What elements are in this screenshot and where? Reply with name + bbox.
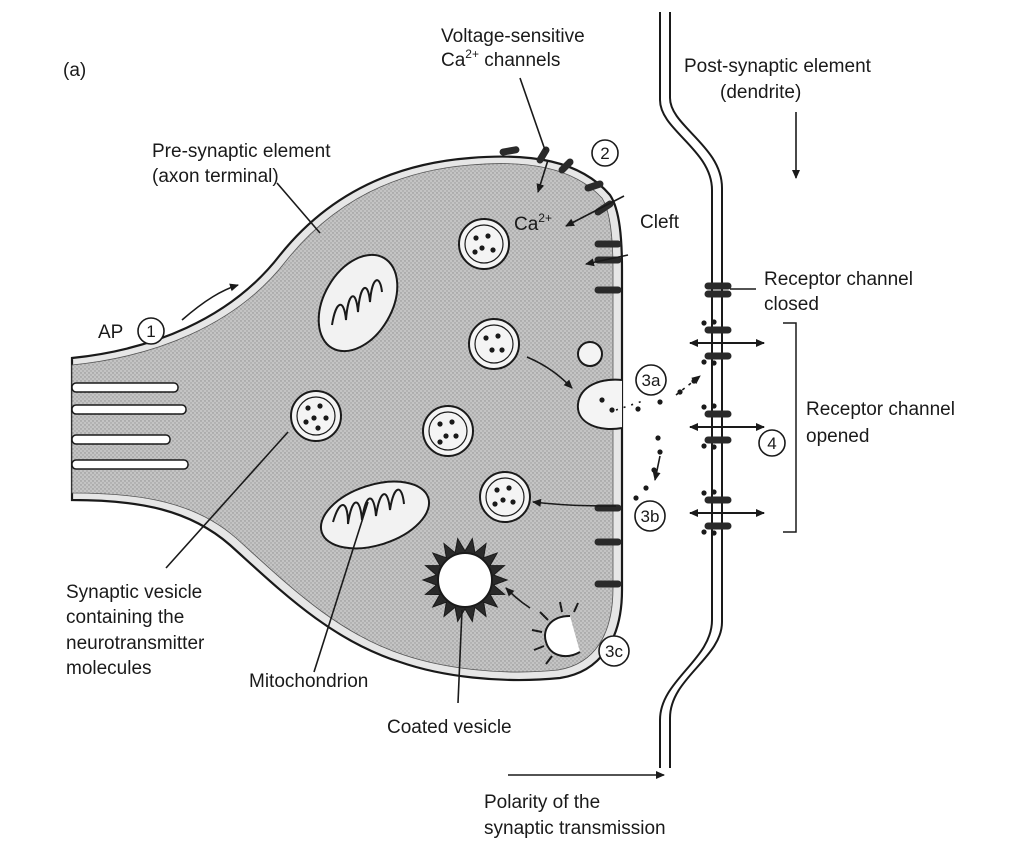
ca-channels-line1: Voltage-sensitive	[441, 26, 585, 47]
svg-text:3b: 3b	[641, 507, 660, 526]
svg-text:4: 4	[767, 434, 776, 453]
mitochondrion-upper	[317, 253, 399, 353]
synaptic-vesicle-line1: Synaptic vesicle	[66, 582, 202, 603]
mitochondrion-lower	[319, 480, 431, 550]
coated-vesicle-label: Coated vesicle	[387, 717, 512, 738]
presynaptic-channels	[499, 146, 622, 588]
post-synaptic-line2: (dendrite)	[720, 82, 801, 103]
labels: (a) Voltage-sensitive Ca2+ channels Post…	[63, 26, 955, 839]
synaptic-vesicle	[290, 390, 342, 442]
axon-filaments	[71, 382, 189, 470]
svg-text:2: 2	[600, 144, 609, 163]
postsynaptic-membrane	[659, 12, 723, 768]
synaptic-vesicles	[290, 218, 603, 523]
synaptic-vesicle	[458, 218, 510, 270]
synaptic-vesicle-line3: neurotransmitter	[66, 633, 205, 654]
ca-channels-line2: Ca2+ channels	[441, 47, 560, 71]
pre-synaptic-line2: (axon terminal)	[152, 166, 279, 187]
polarity-line2: synaptic transmission	[484, 818, 666, 839]
post-synaptic-line1: Post-synaptic element	[684, 56, 872, 77]
receptor-closed-line2: closed	[764, 294, 819, 315]
receptor-opened-line1: Receptor channel	[806, 399, 955, 420]
ap-label: AP	[98, 322, 123, 343]
pre-synaptic-line1: Pre-synaptic element	[152, 141, 331, 162]
terminal-cytoplasm	[71, 163, 614, 673]
postsynaptic-receptors	[704, 282, 732, 530]
synaptic-vesicle	[468, 318, 520, 370]
receptor-closed-line1: Receptor channel	[764, 269, 913, 290]
receptor-ion-flow	[689, 339, 765, 517]
synaptic-vesicle-line4: molecules	[66, 658, 152, 679]
receptor-opened-bracket	[783, 322, 797, 533]
svg-text:3c: 3c	[605, 642, 623, 661]
annotation-lines	[165, 77, 800, 779]
step-3b-marker: 3b	[634, 500, 666, 532]
step-markers: 1 2 3a 3b 3c 4	[137, 139, 786, 667]
synaptic-vesicle	[422, 405, 474, 457]
receptor-opened-line2: opened	[806, 426, 869, 447]
step-3a-marker: 3a	[635, 364, 667, 396]
exocytosis-fusion	[576, 378, 623, 430]
mitochondrion-label: Mitochondrion	[249, 671, 368, 692]
svg-text:3a: 3a	[642, 371, 661, 390]
step-3c-marker: 3c	[598, 635, 630, 667]
step-4-marker: 4	[758, 429, 786, 457]
panel-label: (a)	[63, 60, 86, 81]
svg-text:1: 1	[146, 322, 155, 341]
synaptic-vesicle-line2: containing the	[66, 607, 184, 628]
polarity-line1: Polarity of the	[484, 792, 600, 813]
empty-vesicle	[577, 341, 603, 367]
endocytosis-pit	[531, 601, 581, 665]
step-2-marker: 2	[591, 139, 619, 167]
step-1-marker: 1	[137, 317, 165, 345]
synaptic-vesicle	[479, 471, 531, 523]
cleft-label: Cleft	[640, 212, 680, 233]
coated-vesicle	[421, 537, 509, 623]
ca-ion-label: Ca2+	[514, 211, 552, 235]
